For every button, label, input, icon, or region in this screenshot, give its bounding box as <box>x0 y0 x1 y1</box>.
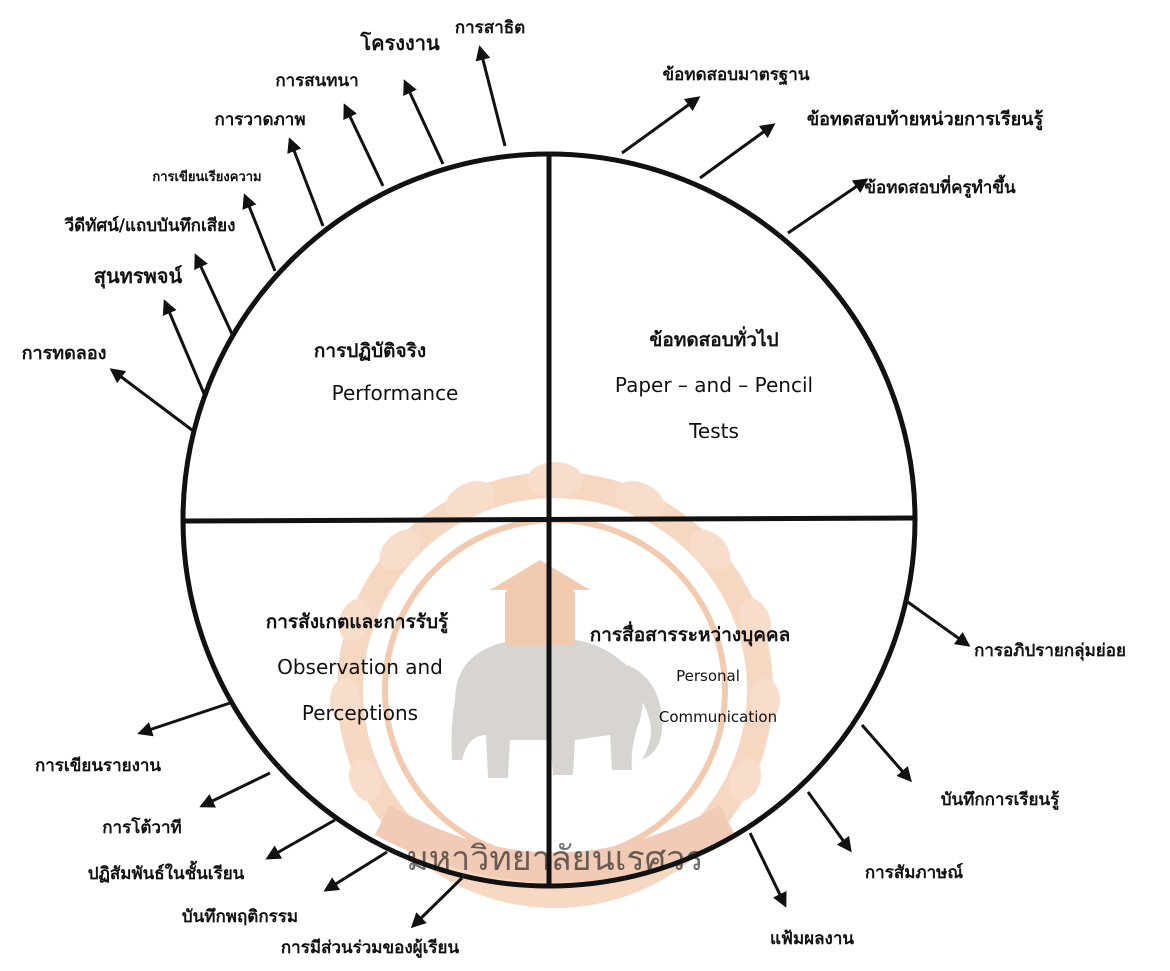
arrow <box>621 96 701 155</box>
howdah-ornament <box>490 560 590 645</box>
label-class-interaction: ปฏิสัมพันธ์ในชั้นเรียน <box>88 860 245 884</box>
label-student-participation: การมีส่วนร่วมของผู้เรียน <box>281 937 460 959</box>
label-demonstration: การสาธิต <box>455 18 525 38</box>
labels-communication: การอภิปรายกลุ่มย่อย บันทึกการเรียนรู้ กา… <box>770 641 1126 949</box>
labels-observation: การเขียนรายงาน การโต้วาที ปฏิสัมพันธ์ในช… <box>35 755 460 959</box>
seal-petals <box>330 462 780 802</box>
quadrant-communication: การสื่อสารระหว่างบุคคล Personal Communic… <box>590 621 791 726</box>
label-speech: สุนทรพจน์ <box>94 264 183 289</box>
arrow <box>806 791 852 853</box>
quadrant-subtitle: Tests <box>688 419 739 443</box>
arrow <box>137 701 231 737</box>
arrow <box>860 724 912 783</box>
label-experiment: การทดลอง <box>22 343 107 364</box>
arrows-tests <box>621 96 869 235</box>
arrow <box>403 79 445 165</box>
arrows-observation <box>137 701 464 929</box>
arrow <box>475 45 507 147</box>
quadrant-title: การปฏิบัติจริง <box>314 340 426 362</box>
elephant-silhouette <box>451 637 663 778</box>
arrow <box>410 876 464 929</box>
label-conversation: การสนทนา <box>275 71 358 91</box>
main-circle <box>180 151 918 889</box>
label-drawing: การวาดภาพ <box>214 110 305 130</box>
arrow <box>748 832 787 908</box>
horizontal-divider <box>184 515 915 524</box>
arrows-performance <box>109 45 507 432</box>
arrows-communication <box>748 598 971 908</box>
quadrant-subtitle: Observation and <box>277 655 443 679</box>
arrow <box>787 178 869 235</box>
label-standard-test: ข้อทดสอบมาตรฐาน <box>663 65 810 86</box>
label-portfolio: แฟ้มผลงาน <box>770 929 854 949</box>
label-interview: การสัมภาษณ์ <box>865 862 964 883</box>
label-essay-writing: การเขียนเรียงความ <box>152 169 261 185</box>
label-unit-test: ข้อทดสอบท้ายหน่วยการเรียนรู้ <box>807 109 1044 131</box>
arrow <box>109 368 193 432</box>
arrow <box>162 299 207 397</box>
quadrant-performance: การปฏิบัติจริง Performance <box>314 340 458 405</box>
quadrant-subtitle: Performance <box>332 381 459 405</box>
arrow <box>287 137 325 227</box>
arrow <box>199 771 271 808</box>
label-video-audio-tape: วีดีทัศน์/แถบบันทึกเสียง <box>64 215 235 236</box>
label-small-group-discussion: การอภิปรายกลุ่มย่อย <box>974 641 1126 661</box>
quadrant-observation: การสังเกตและการรับรู้ Observation and Pe… <box>266 611 449 725</box>
quadrant-tests: ข้อทดสอบทั่วไป Paper – and – Pencil Test… <box>615 326 813 443</box>
quadrant-title: การสื่อสารระหว่างบุคคล <box>590 621 791 647</box>
label-debate: การโต้วาที <box>102 817 181 838</box>
quadrant-subtitle: Paper – and – Pencil <box>615 373 813 397</box>
arrow <box>699 123 776 180</box>
label-teacher-made-test: ข้อทดสอบที่ครูทำขึ้น <box>864 174 1016 199</box>
label-project: โครงงาน <box>359 31 440 55</box>
quadrant-title: การสังเกตและการรับรู้ <box>266 611 449 634</box>
seal-text: มหาวิทยาลัยนเรศวร <box>406 839 703 879</box>
quadrant-subtitle: Perceptions <box>302 701 418 725</box>
label-report-writing: การเขียนรายงาน <box>35 755 161 776</box>
arrow <box>323 850 388 892</box>
arrow <box>343 103 385 187</box>
label-learning-log: บันทึกการเรียนรู้ <box>941 789 1060 811</box>
arrow <box>194 253 234 335</box>
labels-performance: การสาธิต โครงงาน การสนทนา การวาดภาพ การเ… <box>22 18 526 364</box>
quadrant-title: ข้อทดสอบทั่วไป <box>649 326 778 351</box>
arrow <box>904 598 971 647</box>
arrow <box>265 818 336 860</box>
labels-tests: ข้อทดสอบมาตรฐาน ข้อทดสอบท้ายหน่วยการเรีย… <box>663 65 1044 199</box>
quadrant-subtitle: Personal <box>676 667 740 685</box>
label-behavior-record: บันทึกพฤติกรรม <box>182 907 298 927</box>
seal-ribbon <box>375 805 735 883</box>
quadrant-subtitle: Communication <box>659 708 777 726</box>
arrow <box>242 193 277 272</box>
